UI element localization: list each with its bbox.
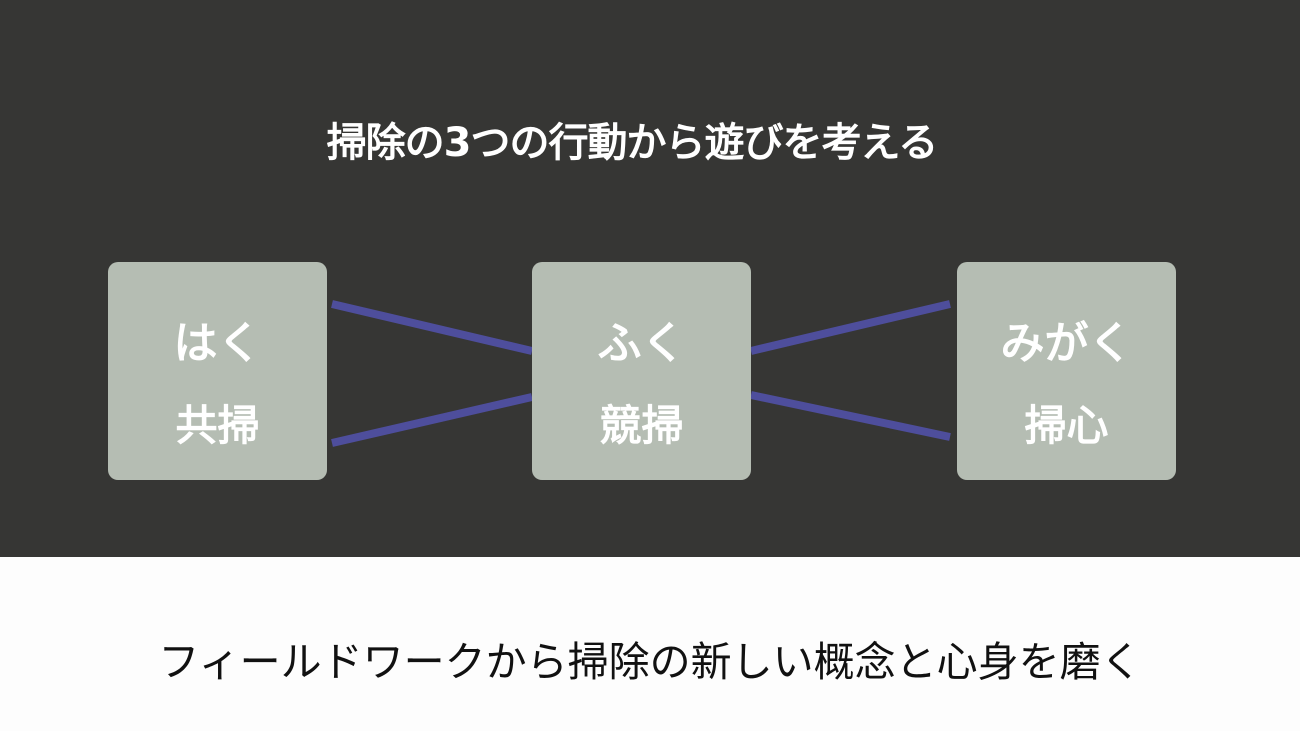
- box-kanji: 掃心: [1024, 401, 1109, 450]
- subtitle: フィールドワークから掃除の新しい概念と心身を磨く: [158, 638, 1142, 686]
- box-kana: みがく: [1000, 318, 1133, 369]
- box-kana: ふく: [597, 318, 686, 369]
- connector-lines: [331, 300, 951, 447]
- connector-line: [750, 300, 951, 355]
- box-migaku: みがく 掃心: [957, 262, 1176, 480]
- box-fuku: ふく 競掃: [532, 262, 751, 480]
- box-haku: はく 共掃: [108, 262, 327, 480]
- slide-title: 掃除の3つの行動から遊びを考える: [326, 120, 939, 166]
- connector-line: [331, 393, 533, 447]
- box-kanji: 競掃: [599, 401, 684, 450]
- connector-line: [331, 300, 533, 355]
- box-kanji: 共掃: [175, 401, 260, 450]
- connector-line: [750, 391, 951, 441]
- box-kana: はく: [173, 318, 262, 369]
